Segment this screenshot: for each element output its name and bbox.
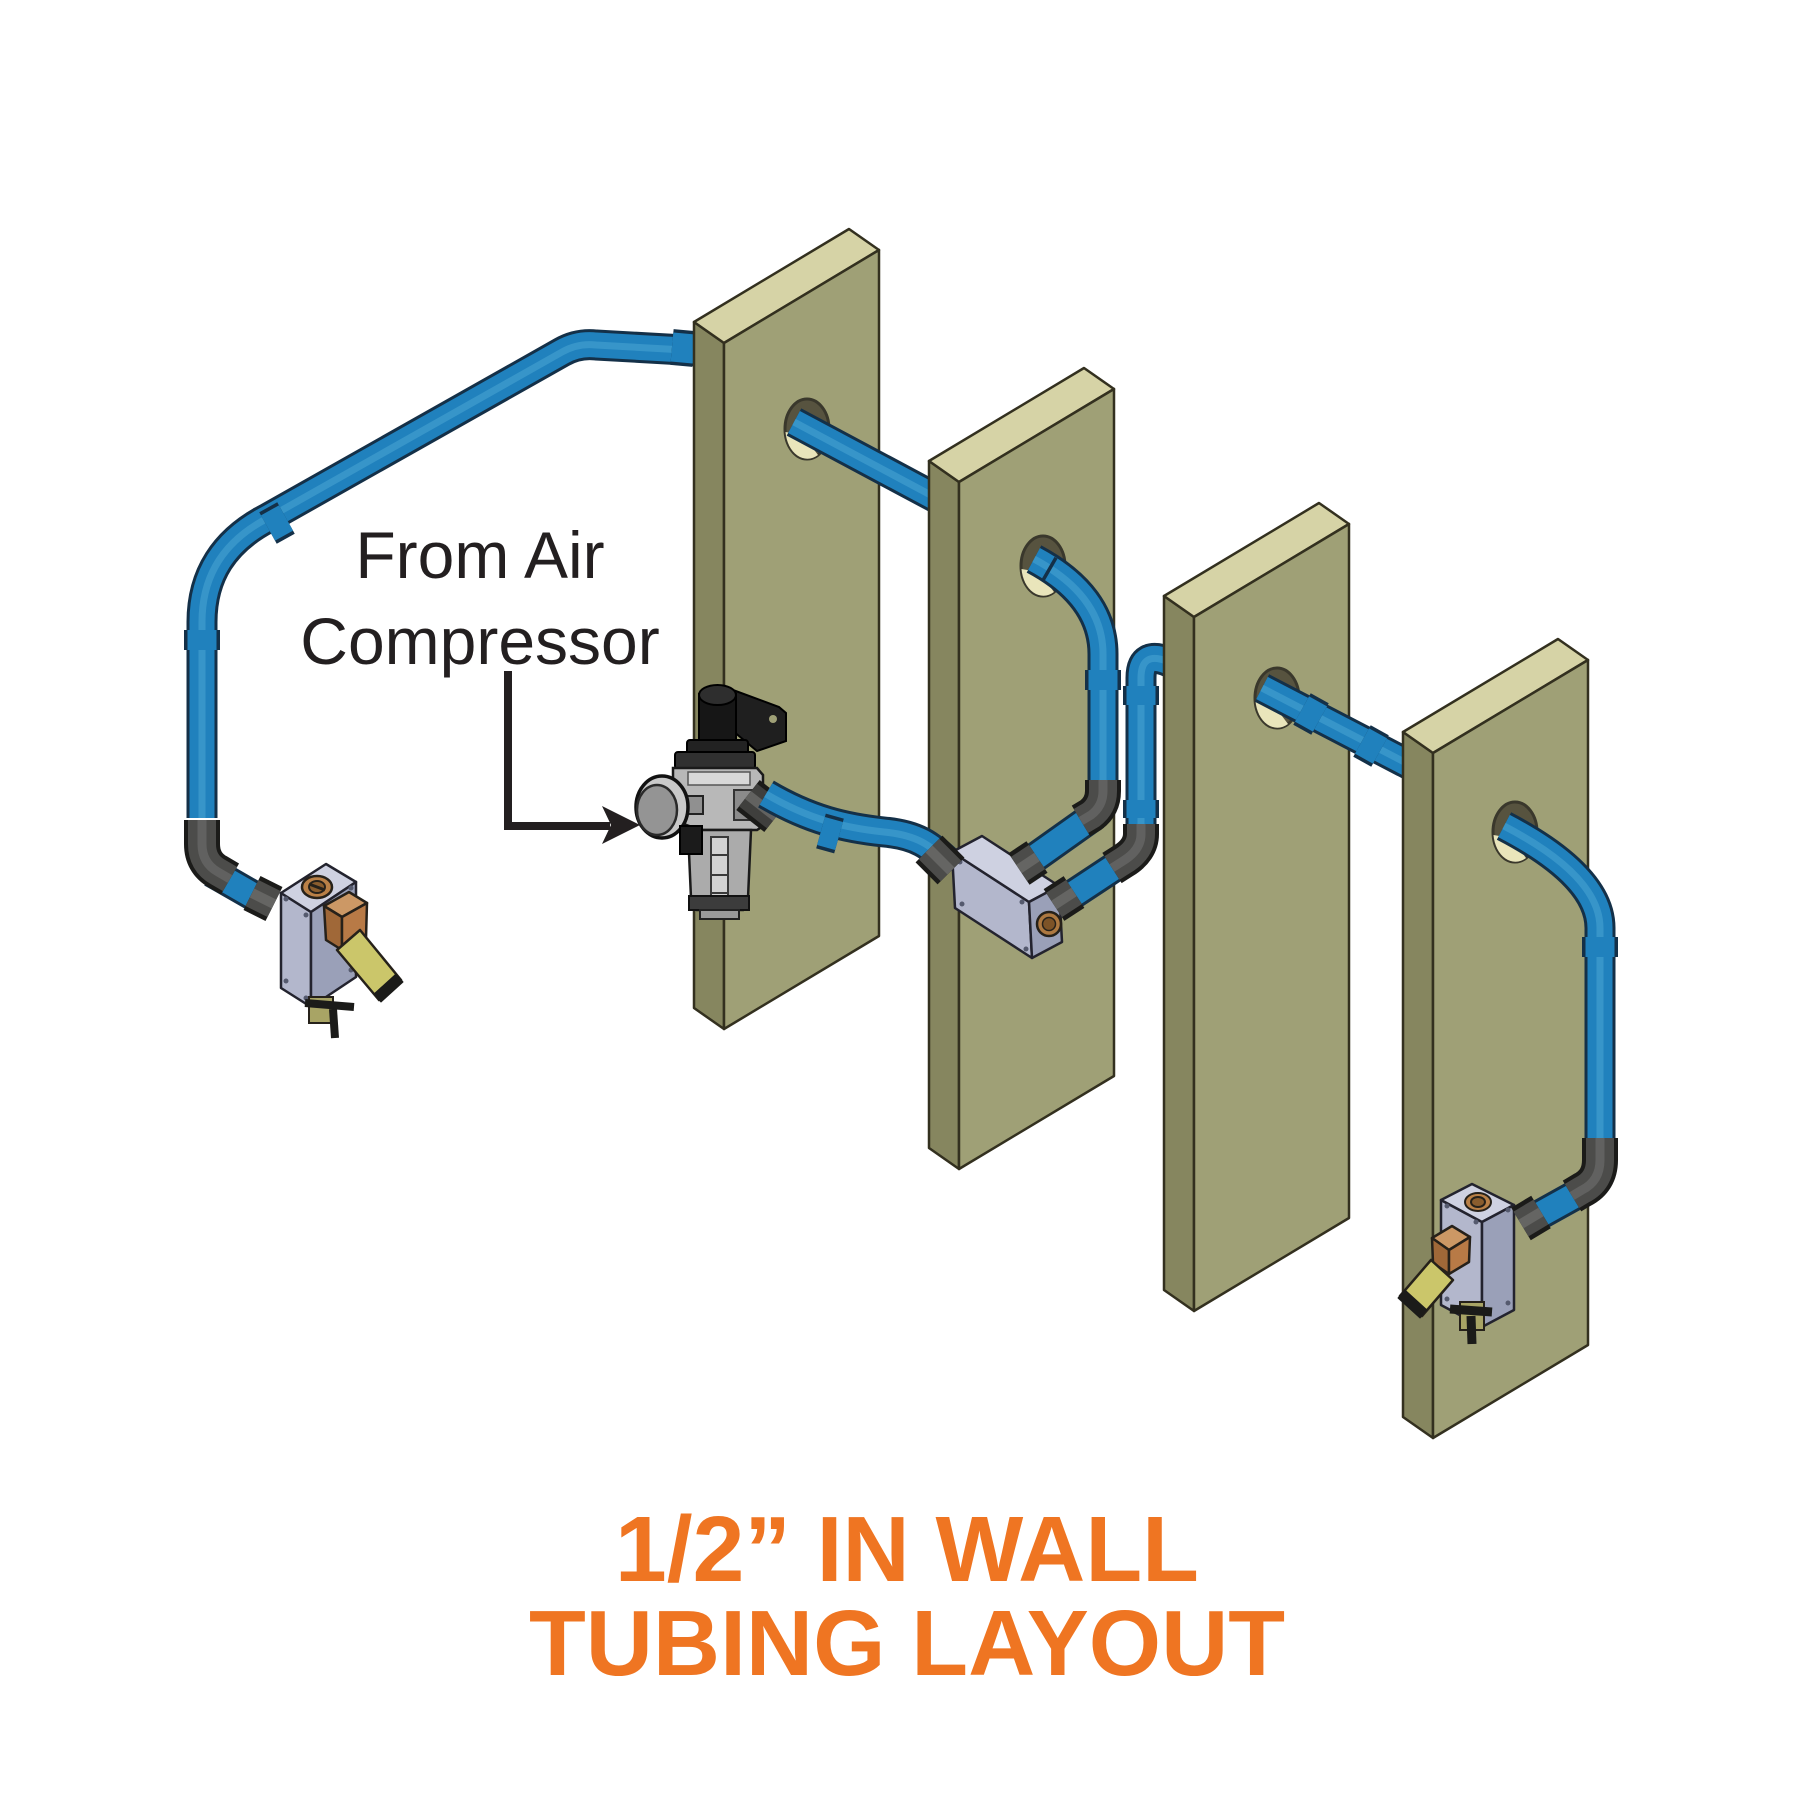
- svg-text:1/2” IN WALL: 1/2” IN WALL: [615, 1497, 1199, 1601]
- svg-text:TUBING LAYOUT: TUBING LAYOUT: [529, 1591, 1285, 1695]
- svg-text:From Air: From Air: [355, 518, 604, 592]
- svg-text:Compressor: Compressor: [300, 604, 659, 678]
